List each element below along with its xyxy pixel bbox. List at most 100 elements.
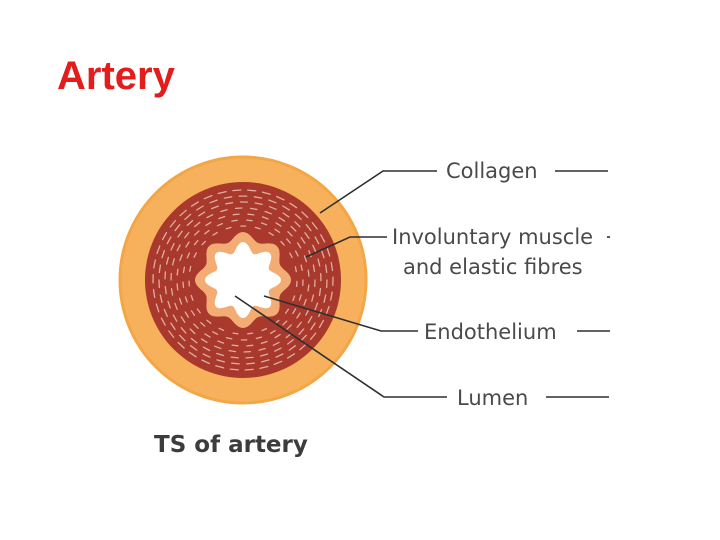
elastic-fibre-dash — [247, 332, 254, 335]
elastic-fibre-dash — [225, 202, 234, 205]
elastic-fibre-dash — [275, 353, 284, 358]
elastic-fibre-dash — [325, 264, 328, 274]
elastic-fibre-dash — [330, 261, 334, 272]
elastic-fibre-dash — [307, 284, 310, 292]
elastic-fibre-dash — [171, 258, 175, 266]
elastic-fibre-dash — [214, 345, 222, 350]
elastic-fibre-dash — [318, 319, 325, 329]
elastic-fibre-dash — [194, 221, 201, 228]
elastic-fibre-dash — [161, 231, 168, 241]
elastic-fibre-dash — [303, 255, 308, 263]
elastic-fibre-dash — [205, 221, 212, 227]
elastic-fibre-dash — [159, 294, 163, 303]
elastic-fibre-dash — [246, 362, 255, 365]
elastic-fibre-dash — [152, 288, 156, 299]
elastic-fibre-dash — [180, 316, 186, 323]
elastic-fibre-dash — [325, 305, 330, 315]
elastic-fibre-dash — [169, 219, 177, 228]
elastic-fibre-dash — [216, 352, 225, 357]
elastic-fibre-dash — [201, 240, 207, 246]
elastic-fibre-dash — [220, 209, 228, 213]
elastic-fibre-dash — [264, 210, 272, 215]
elastic-fibre-dash — [189, 345, 198, 351]
elastic-fibre-dash — [190, 294, 194, 301]
slide-title: Artery — [57, 54, 175, 98]
elastic-fibre-dash — [228, 349, 237, 353]
elastic-fibre-dash — [261, 359, 270, 363]
elastic-fibre-dash — [296, 312, 301, 319]
elastic-fibre-dash — [204, 333, 211, 338]
elastic-fibre-dash — [216, 359, 225, 363]
elastic-fibre-dash — [204, 229, 210, 235]
elastic-fibre-dash — [268, 206, 277, 210]
elastic-fibre-dash — [282, 212, 290, 218]
elastic-fibre-dash — [193, 239, 199, 246]
elastic-fibre-dash — [160, 317, 166, 326]
elastic-fibre-dash — [287, 231, 293, 237]
elastic-fibre-dash — [261, 327, 268, 332]
elastic-fibre-dash — [217, 340, 225, 344]
elastic-fibre-dash — [260, 222, 268, 226]
elastic-fibre-dash — [184, 296, 188, 303]
elastic-fibre-dash — [255, 336, 263, 340]
elastic-fibre-dash — [231, 344, 239, 347]
elastic-fibre-dash — [323, 294, 327, 304]
elastic-fibre-dash — [209, 199, 218, 204]
elastic-fibre-dash — [225, 337, 233, 340]
elastic-fibre-dash — [247, 213, 255, 216]
label-collagen: Collagen — [446, 159, 538, 183]
elastic-fibre-dash — [203, 194, 213, 200]
elastic-fibre-dash — [294, 266, 297, 273]
elastic-fibre-dash — [253, 196, 263, 199]
elastic-fibre-dash — [249, 207, 258, 211]
elastic-fibre-dash — [287, 353, 296, 359]
elastic-fibre-dash — [167, 300, 171, 309]
elastic-fibre-dash — [179, 334, 186, 342]
elastic-fibre-dash — [170, 287, 174, 296]
elastic-fibre-dash — [268, 232, 274, 236]
elastic-fibre-dash — [184, 213, 192, 220]
elastic-fibre-dash — [246, 344, 254, 347]
elastic-fibre-dash — [196, 308, 201, 314]
elastic-fibre-dash — [155, 303, 160, 313]
elastic-fibre-dash — [210, 205, 219, 210]
elastic-fibre-dash — [312, 244, 317, 253]
elastic-fibre-dash — [299, 343, 307, 351]
elastic-fibre-dash — [225, 226, 232, 230]
elastic-fibre-dash — [193, 252, 197, 258]
elastic-fibre-dash — [166, 236, 172, 245]
elastic-fibre-dash — [161, 249, 166, 259]
label-muscle-line2: and elastic fibres — [403, 255, 583, 279]
label-endothelium: Endothelium — [424, 320, 557, 344]
elastic-fibre-dash — [194, 230, 200, 236]
collagen-leader-line — [319, 170, 437, 214]
elastic-fibre-dash — [200, 338, 208, 344]
elastic-fibre-dash — [275, 222, 282, 227]
lumen-leader-line — [234, 295, 447, 398]
elastic-fibre-dash — [300, 264, 303, 272]
elastic-fibre-dash — [202, 346, 211, 352]
muscle-leader-line — [305, 236, 387, 258]
elastic-fibre-dash — [272, 341, 280, 346]
elastic-fibre-dash — [244, 368, 254, 371]
elastic-fibre-dash — [177, 230, 183, 238]
elastic-fibre-dash — [218, 215, 226, 220]
label-lumen: Lumen — [457, 386, 528, 410]
endothelium-leader-line — [263, 295, 418, 332]
elastic-fibre-dash — [218, 327, 225, 332]
elastic-fibre-dash — [198, 211, 206, 217]
elastic-fibre-dash — [230, 356, 239, 359]
elastic-fibre-dash — [258, 347, 266, 351]
elastic-fibre-dash — [232, 213, 240, 216]
elastic-fibre-dash — [212, 331, 219, 335]
elastic-fibre-dash — [300, 237, 306, 244]
elastic-fibre-dash — [245, 356, 254, 359]
elastic-fibre-dash — [178, 297, 183, 305]
elastic-fibre-dash — [287, 339, 294, 345]
elastic-fibre-dash — [273, 360, 283, 366]
elastic-fibre-dash — [294, 213, 302, 220]
elastic-fibre-dash — [292, 295, 296, 302]
elastic-fibre-dash — [301, 211, 309, 219]
elastic-fibre-dash — [247, 189, 257, 192]
